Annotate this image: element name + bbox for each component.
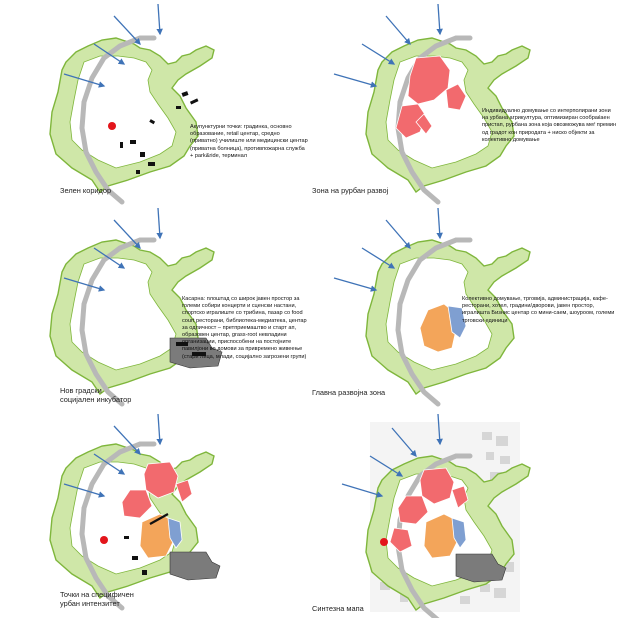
site-boundary (49, 37, 215, 193)
caption-line: Синтезна мапа (312, 604, 364, 613)
wind-arrows (63, 3, 163, 88)
panel-caption: Нов градски социјален инкубатор (60, 386, 131, 404)
panel-2-map (333, 3, 531, 206)
panel-green-corridor: Акупунктурни точки: градинка, основно об… (0, 0, 310, 206)
business-zone (447, 305, 467, 339)
panel-6-map (341, 413, 531, 618)
wind-arrows (63, 207, 163, 292)
caption-line: Нов градски (60, 386, 102, 395)
buildings (124, 513, 169, 575)
panel-social-incubator: Касарна: плоштад со широк јавен простор … (0, 206, 310, 412)
panel-description: Акупунктурни точки: градинка, основно об… (190, 124, 308, 159)
panel-urban-intensity-points: Точки на специфичен урбан интензитет (0, 412, 310, 618)
development-zone (139, 513, 175, 559)
panel-description: Колективно домување, трговија, администр… (462, 296, 615, 324)
panel-description: Касарна: плоштад со широк јавен простор … (182, 296, 307, 360)
wind-arrows (341, 413, 443, 498)
barracks-block (169, 551, 221, 581)
panel-caption: Точки на специфичен урбан интензитет (60, 590, 134, 608)
panel-3-map (49, 207, 223, 412)
development-zone (423, 513, 459, 559)
caption-line: Точки на специфичен (60, 590, 134, 599)
panel-1-map (49, 3, 215, 206)
panel-4-map (333, 207, 531, 412)
rurban-zones (121, 461, 193, 519)
caption-line: социјален инкубатор (60, 395, 132, 404)
caption-line: Зелен коридор (60, 186, 112, 195)
panel-caption: Зелен коридор (60, 186, 111, 195)
buildings (120, 91, 199, 174)
panel-rurban-zone: Индивидуално домување со интерполирани з… (310, 0, 620, 206)
development-zone (419, 303, 457, 353)
barracks-block (455, 553, 507, 583)
caption-line: Зона на рурбан развој (312, 186, 389, 195)
wind-arrows (63, 413, 163, 498)
panel-caption: Синтезна мапа (312, 604, 364, 613)
panel-description: Индивидуално домување со интерполирани з… (482, 108, 617, 143)
barracks-block (169, 337, 223, 369)
panel-caption: Зона на рурбан развој (312, 186, 388, 195)
business-zone (451, 517, 467, 549)
panel-caption: Главна развојна зона (312, 388, 385, 397)
rurban-zones (395, 55, 467, 139)
caption-line: урбан интензитет (60, 599, 120, 608)
wind-arrows (333, 3, 443, 88)
panel-main-development-zone: Колективно домување, трговија, администр… (310, 206, 620, 412)
rurban-zones (389, 467, 469, 553)
acupuncture-point (380, 538, 388, 546)
acupuncture-point (100, 536, 108, 544)
wind-arrows (333, 207, 443, 292)
acupuncture-point (108, 122, 116, 130)
panel-5-map (49, 413, 221, 618)
business-zone (167, 517, 183, 549)
caption-line: Главна развојна зона (312, 388, 386, 397)
panel-synthesis-map: Синтезна мапа (310, 412, 620, 618)
